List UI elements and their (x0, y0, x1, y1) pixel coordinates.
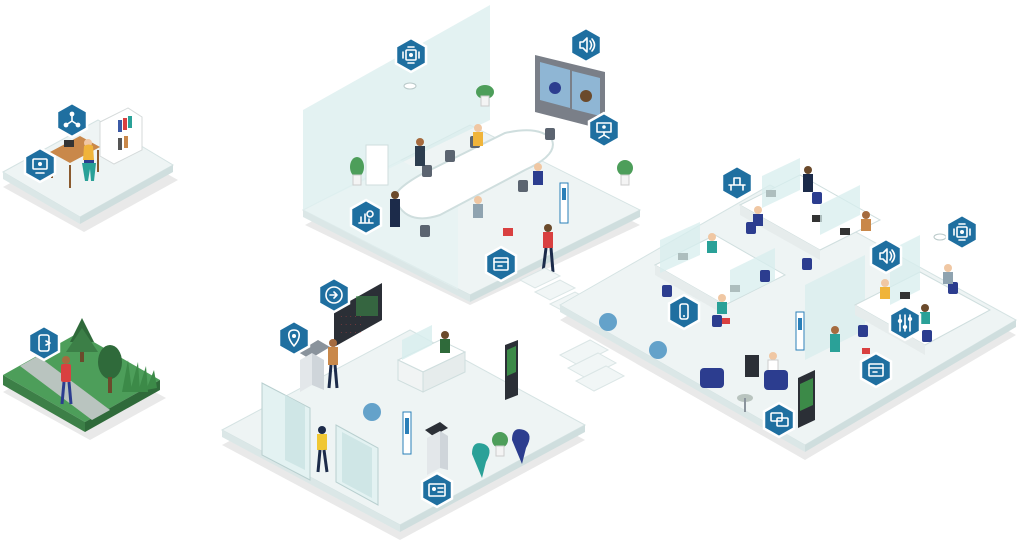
speaker-icon[interactable] (569, 26, 603, 64)
bookshelf (99, 107, 143, 165)
controls-icon[interactable] (888, 304, 922, 342)
plant-meeting-3 (617, 160, 633, 186)
self-service-kiosk[interactable] (298, 340, 330, 392)
room-booking-panel[interactable] (559, 182, 569, 224)
desk-occupied-light-2 (862, 348, 870, 354)
navigation-arrow-icon[interactable] (317, 276, 351, 314)
home-office-platform (1, 107, 174, 224)
entrance-doors (261, 382, 379, 506)
occupancy-light (503, 228, 513, 236)
open-office-platform (558, 158, 1018, 452)
floor-marker-1 (599, 313, 617, 331)
room-sensor-icon[interactable] (394, 36, 428, 74)
reception-desk (396, 325, 467, 393)
ceiling-sensor (403, 82, 417, 90)
digital-signage-totem (505, 340, 518, 400)
office-workers (707, 166, 953, 375)
meeting-room-platform (301, 5, 642, 302)
office-signage-totem (798, 370, 815, 428)
svg-text:· · · · ·: · · · · · (340, 314, 362, 319)
visitor-badge-icon[interactable] (420, 471, 454, 509)
park-platform (3, 318, 160, 432)
phone-icon[interactable] (667, 293, 701, 331)
desk-cluster-left (653, 222, 787, 315)
analytics-icon[interactable] (349, 198, 383, 236)
office-entry-panel[interactable] (795, 311, 805, 351)
plant-meeting-1 (476, 85, 494, 107)
walking-visitor (316, 426, 329, 473)
room-booking-panel-icon[interactable] (484, 245, 518, 283)
floor-marker-2 (649, 341, 667, 359)
video-wall (535, 55, 605, 130)
location-pin-icon[interactable] (277, 319, 311, 357)
desk-booking-icon[interactable] (720, 164, 754, 202)
visitor-at-kiosk (327, 339, 339, 389)
check-in-kiosk[interactable] (425, 422, 448, 475)
pedestrian (60, 356, 73, 405)
plant-reception (492, 432, 508, 457)
svg-text:· · · · ·: · · · · · (340, 322, 362, 327)
tall-grass (122, 360, 157, 392)
network-icon[interactable] (55, 101, 89, 139)
plant-meeting-2 (350, 157, 364, 186)
office-lounge (700, 355, 788, 412)
mobile-app-icon[interactable] (27, 324, 61, 362)
floor-wayfinding-marker (363, 403, 381, 421)
glass-wall-front (303, 110, 458, 290)
speaker-icon-office[interactable] (869, 237, 903, 275)
meeting-cabinet (365, 144, 389, 186)
pine-tree (66, 318, 98, 362)
svg-text:· · · · ·: · · · · · (340, 330, 362, 335)
meeting-participants (390, 124, 555, 273)
welcome-stand (402, 411, 412, 455)
remote-worker (82, 139, 96, 181)
desk-occupied-light (722, 318, 730, 324)
signage-display-icon[interactable] (859, 351, 893, 389)
video-call-icon[interactable] (23, 146, 57, 184)
info-display-board: · · · · · · · · · · · · · · · (334, 283, 382, 347)
reception-platform: · · · · · · · · · · · · · · · (220, 283, 587, 532)
office-ceiling-sensor (933, 233, 947, 241)
office-chairs (662, 192, 958, 342)
presentation-icon[interactable] (587, 111, 621, 149)
reception-lounge-chairs (472, 429, 530, 478)
round-tree (98, 345, 122, 393)
glass-booth (805, 255, 865, 360)
occupancy-sensor-icon[interactable] (945, 213, 979, 251)
chat-icon[interactable] (762, 401, 796, 439)
